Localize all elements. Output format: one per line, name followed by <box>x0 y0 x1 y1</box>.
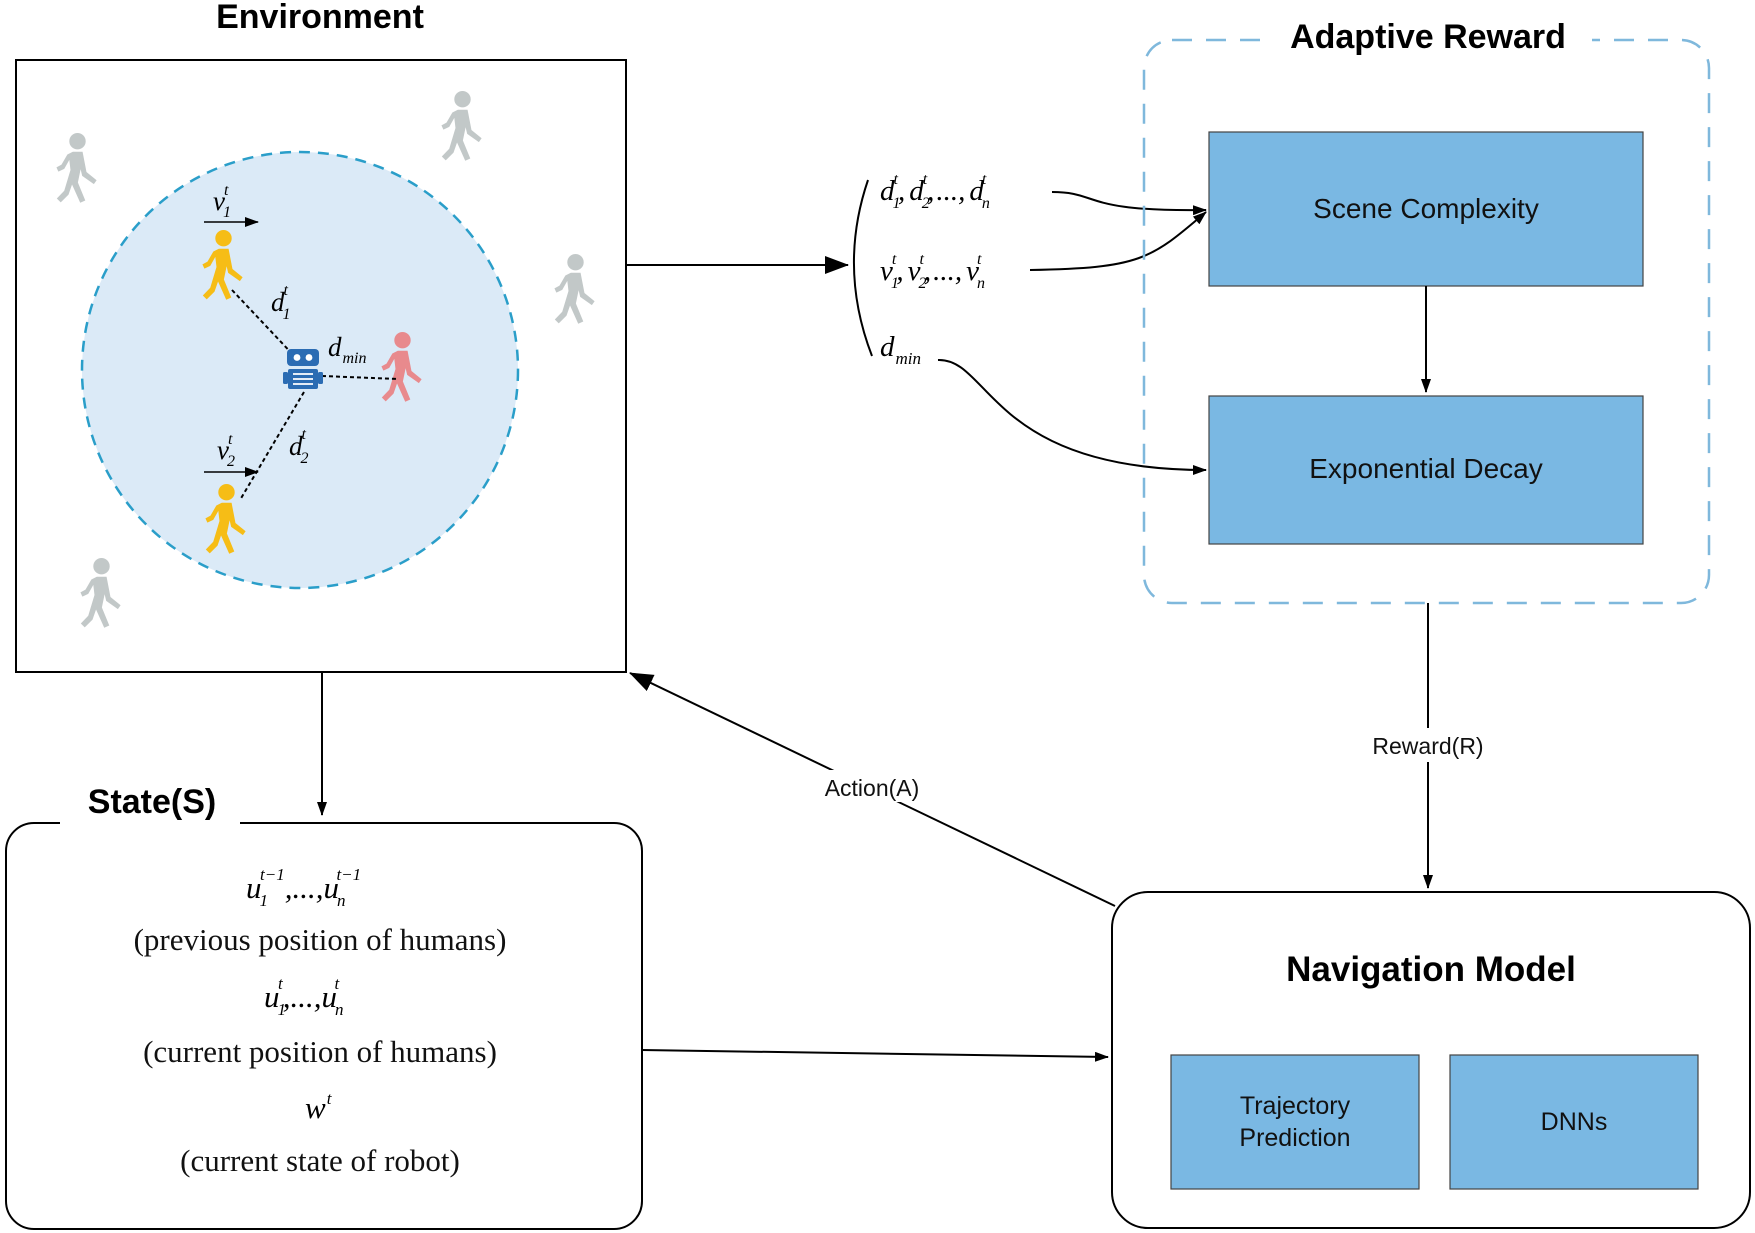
state-to-nav-arrow <box>641 1049 1109 1062</box>
distances-to-scene-arrow <box>1051 191 1207 216</box>
feature-velocities: v1t,v2t,...,vnt <box>880 251 985 292</box>
action-label: Action(A) <box>825 775 920 801</box>
state-title: State(S) <box>88 783 216 821</box>
label-d2: d2t <box>289 426 309 467</box>
exponential-decay-label: Exponential Decay <box>1309 453 1542 484</box>
adaptive-reward-panel: Adaptive Reward Scene Complexity Exponen… <box>1142 18 1711 605</box>
state-robot-caption: (current state of robot) <box>180 1143 460 1178</box>
scene-complexity-box <box>1208 131 1644 287</box>
trajectory-prediction-box <box>1170 1054 1420 1190</box>
exponential-decay-box <box>1208 395 1644 545</box>
state-robot: wt <box>305 1089 333 1125</box>
environment-title: Environment <box>216 0 424 36</box>
robot-icon <box>283 349 323 389</box>
label-d1: d1t <box>271 282 291 323</box>
distance-line-d1 <box>231 289 299 361</box>
distance-line-dmin <box>321 375 399 380</box>
state-panel: State(S) u1t−1,...,unt−1 (previous posit… <box>5 770 643 1230</box>
trajectory-prediction-label: Trajectory <box>1240 1092 1351 1120</box>
scene-complexity-label: Scene Complexity <box>1313 193 1539 224</box>
feature-distances: d1t,d2t,...,dnt <box>880 171 990 212</box>
feature-brace <box>853 179 873 357</box>
state-cur-caption: (current position of humans) <box>143 1034 497 1069</box>
label-dmin: dmin <box>328 332 367 367</box>
environment-panel: Environment <box>15 0 627 673</box>
dnns-box <box>1449 1054 1699 1190</box>
velocities-to-scene-arrow <box>1029 211 1207 271</box>
adaptive-reward-title: Adaptive Reward <box>1290 18 1566 56</box>
reward-label: Reward(R) <box>1372 733 1483 759</box>
state-cur-positions: u1t,...,unt <box>264 974 343 1019</box>
dmin-to-decay-arrow <box>937 358 1207 475</box>
label-v2: v2t <box>217 431 235 470</box>
navigation-model-panel: Navigation Model Trajectory Prediction D… <box>1111 891 1751 1229</box>
state-prev-positions: u1t−1,...,unt−1 <box>246 865 361 910</box>
state-frame <box>5 822 643 1230</box>
trajectory-prediction-label-2: Prediction <box>1239 1124 1350 1152</box>
dnns-label: DNNs <box>1541 1108 1608 1136</box>
feature-extraction: d1t,d2t,...,dnt v1t,v2t,...,vnt dmin <box>626 171 1207 475</box>
navigation-model-title: Navigation Model <box>1286 950 1576 989</box>
label-v1: v1t <box>213 182 231 221</box>
state-prev-caption: (previous position of humans) <box>134 922 507 957</box>
feature-dmin: dmin <box>880 331 921 368</box>
